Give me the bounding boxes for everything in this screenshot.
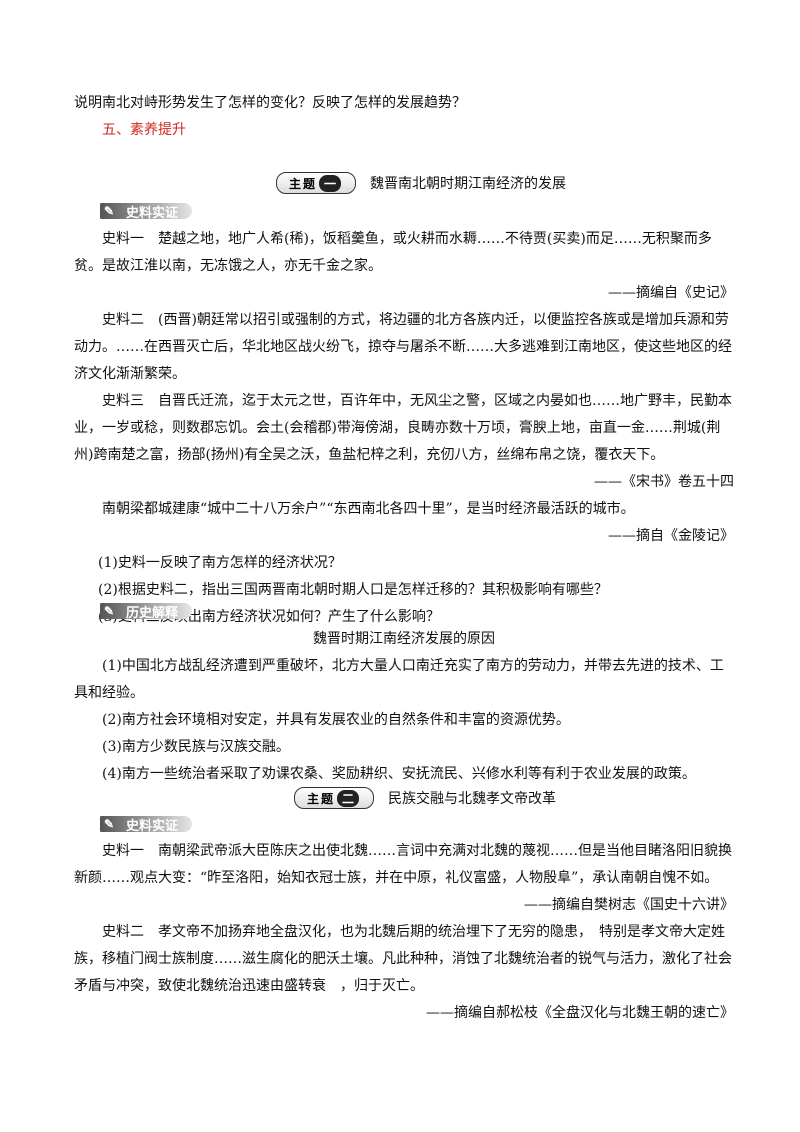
- source-4: 南朝梁都城建康“城中二十八万余户”“东西南北各四十里”，是当时经济最活跃的城市。: [102, 501, 635, 517]
- topic-one-sources: 史料一 楚越之地，地广人希(稀)，饭稻羹鱼，或火耕而水耨……不待贾(买卖)而足……: [74, 226, 734, 631]
- pen-icon: ✎: [104, 604, 115, 618]
- intro-block: 说明南北对峙形势发生了怎样的变化？反映了怎样的发展趋势？ 五、素养提升: [74, 90, 734, 144]
- explanation-title: 魏晋时期江南经济发展的原因: [313, 631, 495, 647]
- source-3-citation: ——《宋书》卷五十四: [594, 474, 734, 490]
- source-2-2-citation: ——摘编自郝松枝《全盘汉化与北魏王朝的速亡》: [426, 1005, 734, 1021]
- explanation-3: (3)南方少数民族与汉族交融。: [102, 739, 290, 755]
- source-3: 史料三 自晋氏迁流，迄于太元之世，百许年中，无风尘之警，区域之内晏如也……地广野…: [74, 393, 732, 463]
- topic-two-sources: 史料一 南朝梁武帝派大臣陈庆之出使北魏……言词中充满对北魏的蔑视……但是当他目睹…: [74, 838, 734, 1027]
- topic-two-header: 主题二 民族交融与北魏孝文帝改革: [294, 785, 556, 811]
- topic-one-title: 魏晋南北朝时期江南经济的发展: [370, 176, 567, 192]
- explanation-4: (4)南方一些统治者采取了劝课农桑、奖励耕织、安抚流民、兴修水利等有利于农业发展…: [102, 766, 696, 782]
- topic-one-badge: 主题一: [276, 172, 357, 194]
- pen-icon: ✎: [104, 204, 115, 218]
- explanation-1: (1)中国北方战乱经济遭到严重破坏，北方大量人口南迁充实了南方的劳动力，并带去先…: [74, 658, 724, 701]
- pen-icon: ✎: [104, 817, 115, 831]
- question-1: (1)史料一反映了南方怎样的经济状况？: [98, 555, 342, 571]
- source-1-citation: ——摘编自《史记》: [608, 285, 734, 301]
- section-heading: 五、素养提升: [102, 122, 186, 138]
- source-2-1: 史料一 南朝梁武帝派大臣陈庆之出使北魏……言词中充满对北魏的蔑视……但是当他目睹…: [74, 843, 732, 886]
- tag-evidence-1: ✎史料实证: [100, 202, 193, 221]
- source-2-2: 史料二 孝文帝不加扬弃地全盘汉化，也为北魏后期的统治埋下了无穷的隐患， 特别是孝…: [74, 924, 732, 994]
- tag-interpretation: ✎历史解释: [100, 602, 193, 621]
- source-4-citation: ——摘自《金陵记》: [608, 528, 734, 544]
- topic-two-title: 民族交融与北魏孝文帝改革: [388, 791, 557, 807]
- explanation-block: 魏晋时期江南经济发展的原因 (1)中国北方战乱经济遭到严重破坏，北方大量人口南迁…: [74, 626, 734, 788]
- source-2: 史料二 (西晋)朝廷常以招引或强制的方式，将边疆的北方各族内迁，以便监控各族或是…: [74, 312, 732, 382]
- intro-question: 说明南北对峙形势发生了怎样的变化？反映了怎样的发展趋势？: [74, 95, 466, 111]
- question-2: (2)根据史料二，指出三国两晋南北朝时期人口是怎样迁移的？其积极影响有哪些？: [98, 582, 608, 598]
- tag-evidence-2: ✎史料实证: [100, 815, 193, 834]
- source-1: 史料一 楚越之地，地广人希(稀)，饭稻羹鱼，或火耕而水耨……不待贾(买卖)而足……: [74, 231, 712, 274]
- source-2-1-citation: ——摘编自樊树志《国史十六讲》: [524, 897, 734, 913]
- explanation-2: (2)南方社会环境相对安定，并具有发展农业的自然条件和丰富的资源优势。: [102, 712, 570, 728]
- topic-one-header: 主题一 魏晋南北朝时期江南经济的发展: [276, 170, 566, 196]
- topic-two-badge: 主题二: [294, 787, 375, 809]
